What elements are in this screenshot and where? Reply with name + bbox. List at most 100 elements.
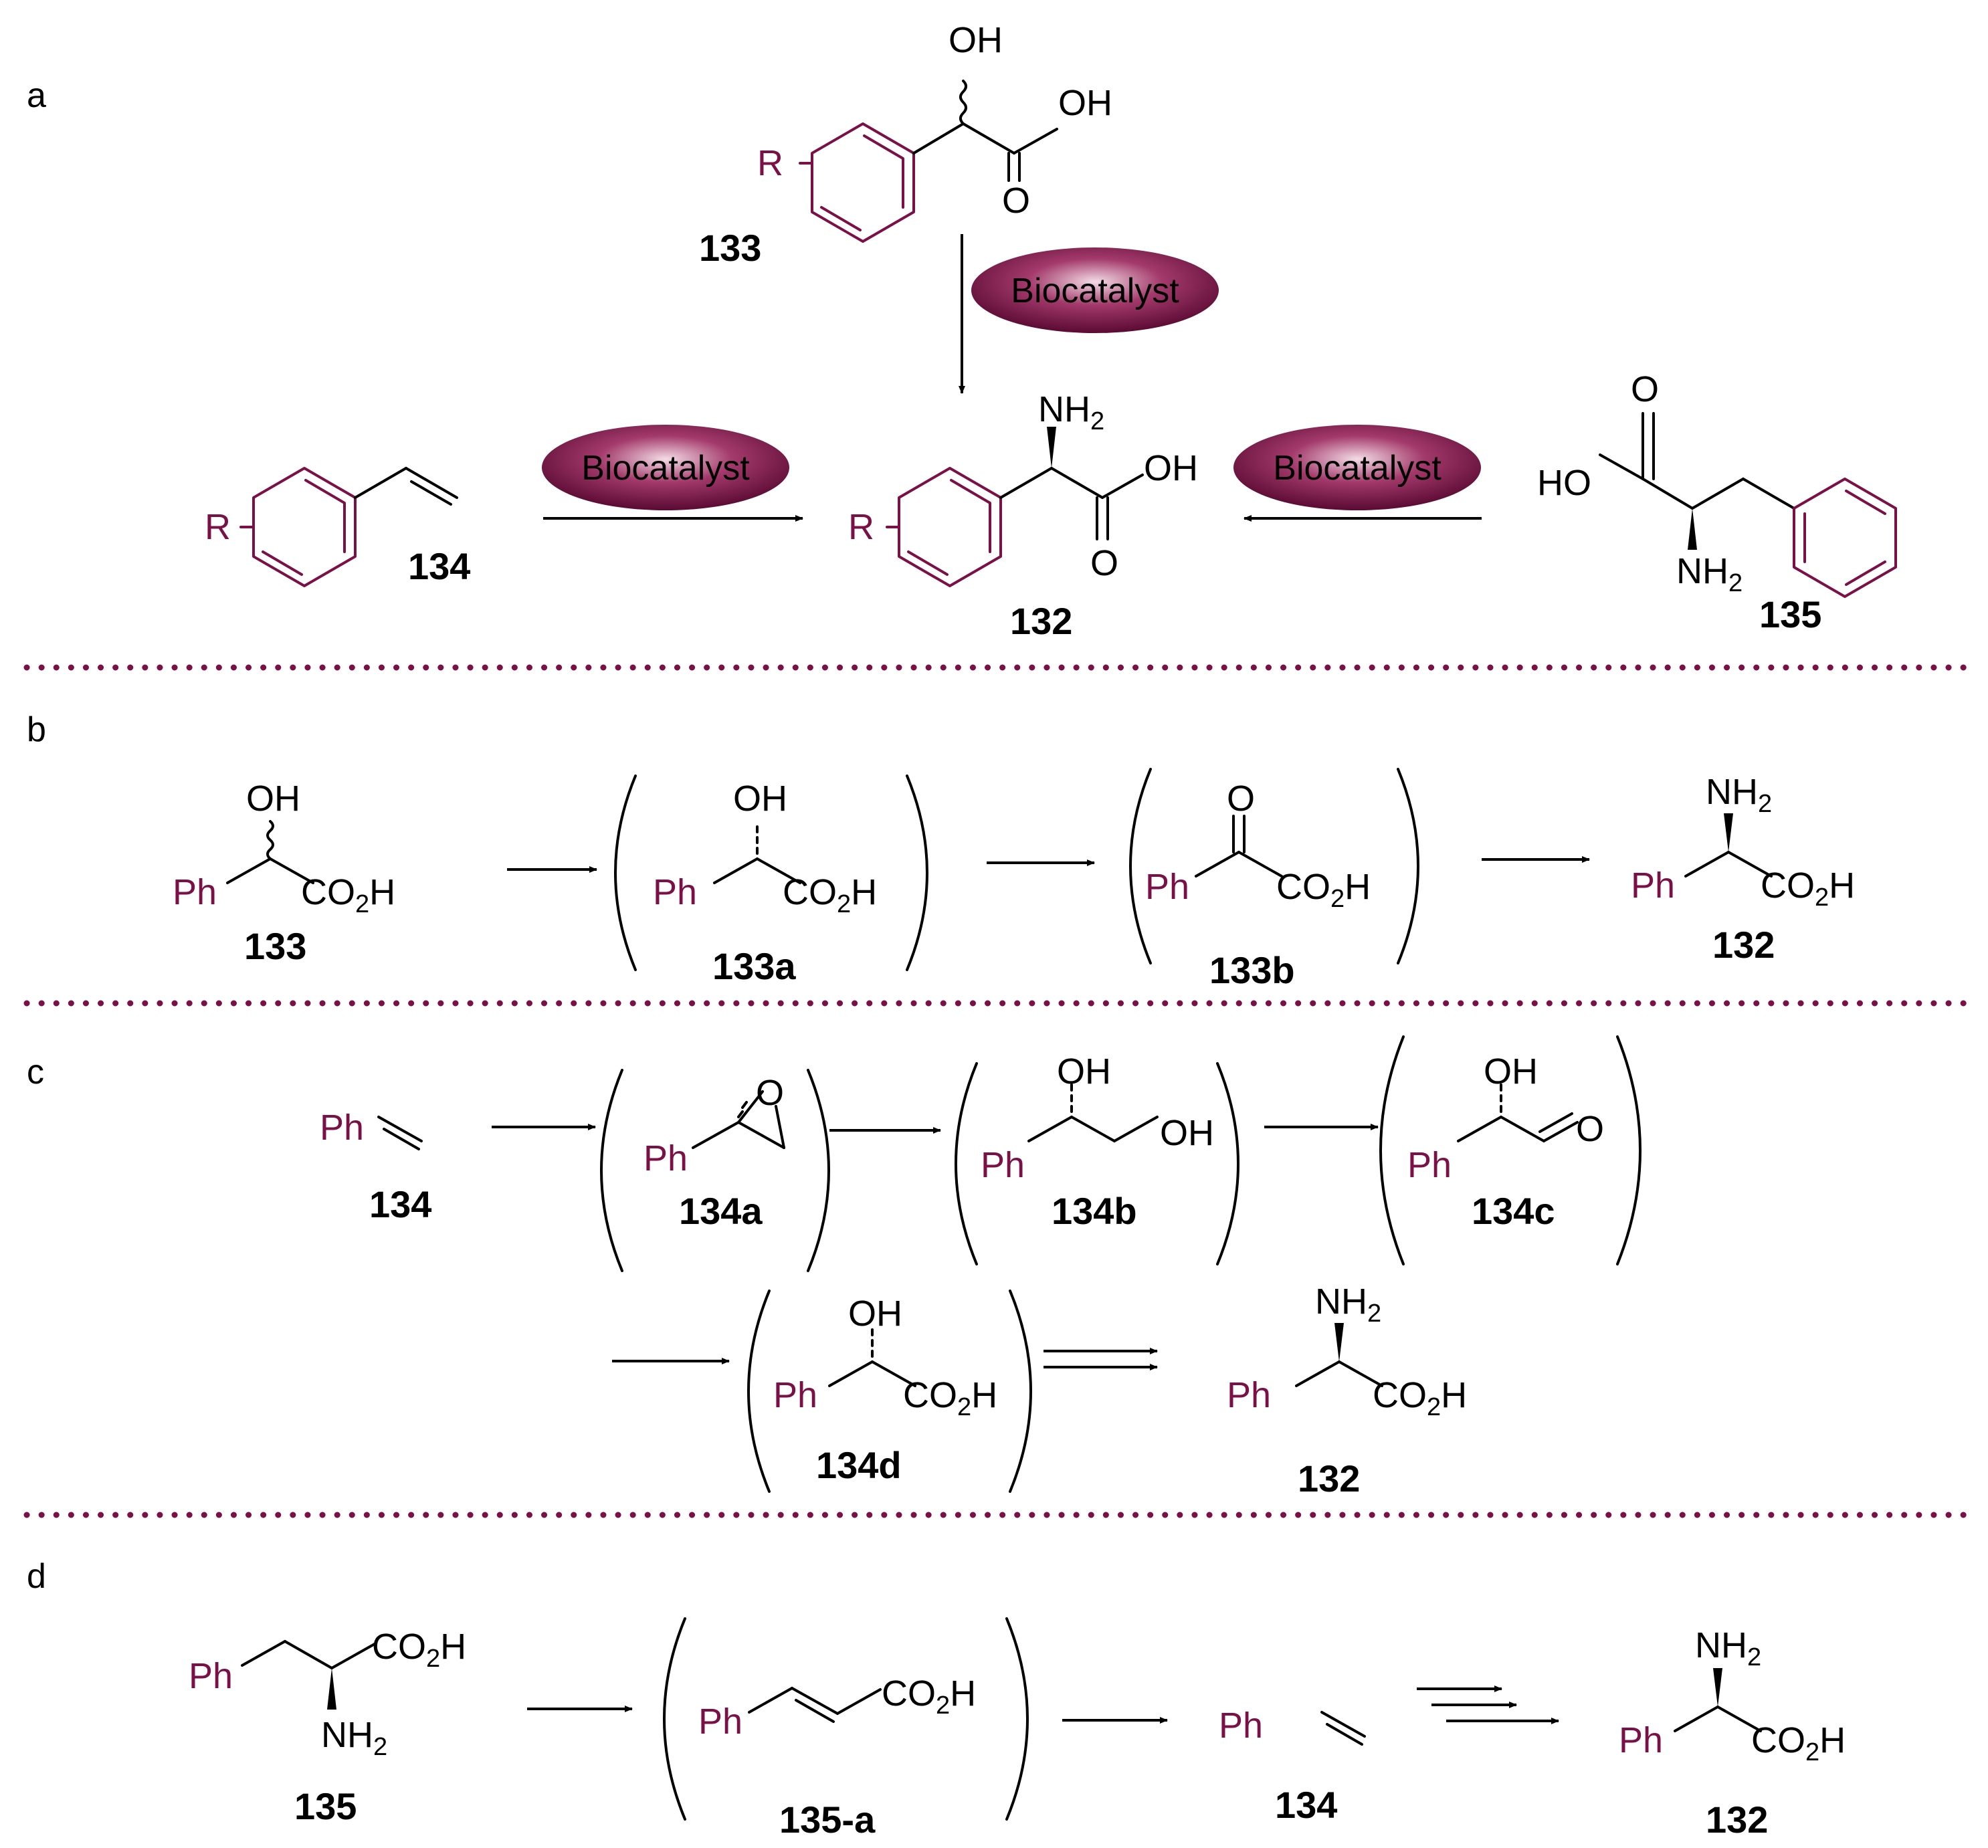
compound-134c-structure: OH O Ph [1407,1051,1604,1185]
section-label-d: d [27,1557,46,1596]
svg-text:Ph: Ph [653,872,697,912]
compound-label-135a: 135-a [779,1799,876,1841]
svg-text:O: O [1227,779,1255,819]
svg-text:Biocatalyst: Biocatalyst [1273,449,1442,488]
svg-text:CO2H: CO2H [1751,1720,1846,1766]
svg-text:Biocatalyst: Biocatalyst [581,449,750,488]
svg-text:O: O [1002,181,1030,221]
compound-label-135-d: 135 [294,1785,357,1827]
compound-134-structure-c: Ph [320,1108,423,1150]
svg-text:OH: OH [1160,1113,1214,1153]
bracket-close-134d [1009,1290,1032,1493]
compound-134-structure-d: Ph [1219,1706,1366,1746]
svg-text:OH: OH [1057,1051,1111,1092]
bracket-open-135a [663,1617,686,1821]
svg-text:CO2H: CO2H [903,1375,997,1421]
svg-text:OH: OH [949,20,1003,60]
compound-135-structure-a: HO O NH2 [1537,369,1897,598]
svg-text:CO2H: CO2H [301,872,395,918]
svg-text:Ph: Ph [1219,1706,1263,1746]
svg-text:NH2: NH2 [1676,551,1743,597]
bracket-open-133b [1129,768,1152,964]
bracket-close-134b [1216,1062,1239,1265]
svg-text:Ph: Ph [643,1138,688,1178]
section-label-b: b [27,710,46,749]
svg-text:Ph: Ph [1619,1720,1663,1760]
compound-134d-structure: OH Ph CO2H [773,1294,997,1421]
svg-text:CO2H: CO2H [1373,1375,1467,1421]
svg-text:OH: OH [1058,83,1112,123]
svg-text:Ph: Ph [981,1145,1025,1185]
compound-label-133a: 133a [712,945,796,987]
bracket-close-134a [807,1069,830,1272]
svg-text:Ph: Ph [698,1702,742,1742]
compound-label-134c: 134c [1472,1190,1555,1232]
svg-text:HO: HO [1537,463,1591,503]
svg-text:CO2H: CO2H [372,1627,466,1673]
compound-label-133-b: 133 [244,925,306,967]
svg-text:Ph: Ph [189,1656,233,1696]
compound-label-134d: 134d [816,1444,902,1486]
svg-text:OH: OH [246,779,300,819]
compound-132-structure-d: NH2 Ph CO2H [1619,1625,1846,1766]
biocatalyst-badge-top: Biocatalyst [971,247,1219,333]
bracket-open-134d [747,1290,771,1493]
biocatalyst-badge-left: Biocatalyst [542,425,789,510]
bracket-close-133a [906,775,928,971]
svg-text:Ph: Ph [1145,867,1189,907]
compound-134a-structure: O Ph [643,1073,785,1178]
compound-label-132-a: 132 [1010,600,1072,642]
svg-text:Ph: Ph [320,1108,364,1148]
compound-label-135-a: 135 [1759,593,1821,635]
svg-text:R: R [205,507,231,547]
svg-text:Ph: Ph [1227,1375,1271,1415]
compound-134b-structure: OH OH Ph [981,1051,1214,1185]
svg-text:O: O [756,1073,784,1113]
compound-label-132-d: 132 [1706,1799,1768,1841]
svg-text:OH: OH [1144,448,1198,488]
svg-text:NH2: NH2 [1315,1281,1381,1328]
compound-133a-structure: OH Ph CO2H [653,779,877,918]
compound-133-structure-b: OH Ph CO2H [173,779,395,918]
bracket-open-134a [600,1069,623,1272]
compound-label-134a: 134a [679,1190,763,1232]
svg-text:O: O [1090,543,1118,583]
svg-text:NH2: NH2 [1038,389,1104,435]
compound-label-133: 133 [699,227,761,269]
svg-text:Biocatalyst: Biocatalyst [1011,272,1179,310]
compound-135-structure-d: Ph CO2H NH2 [189,1627,466,1761]
bracket-close-133b [1397,768,1419,964]
compound-label-134-a: 134 [408,545,470,587]
svg-text:O: O [1631,369,1659,409]
compound-133-structure: R OH OH O [757,20,1112,243]
svg-text:CO2H: CO2H [882,1673,976,1720]
section-label-a: a [27,76,46,115]
compound-135a-structure: Ph CO2H [698,1673,976,1742]
bracket-open-134b [955,1062,978,1265]
compound-133b-structure: O Ph CO2H [1145,779,1371,913]
svg-text:CO2H: CO2H [1761,865,1855,912]
svg-text:CO2H: CO2H [783,872,877,918]
compound-label-133b: 133b [1209,949,1295,991]
bracket-open-133a [614,775,637,971]
svg-text:Ph: Ph [173,872,217,912]
section-label-c: c [27,1053,44,1092]
bracket-close-135a [1005,1617,1029,1821]
svg-text:Ph: Ph [1631,865,1675,906]
svg-text:R: R [757,143,783,183]
compound-134-structure-a: R [205,467,458,587]
svg-text:O: O [1576,1109,1604,1149]
compound-132-structure-c: NH2 Ph CO2H [1227,1281,1467,1421]
svg-text:NH2: NH2 [1706,772,1772,818]
svg-text:OH: OH [733,779,787,819]
bracket-open-134c [1379,1035,1405,1265]
bracket-close-134c [1616,1035,1642,1265]
svg-text:OH: OH [848,1294,902,1334]
svg-text:OH: OH [1484,1051,1538,1092]
compound-132-structure-a: R NH2 OH O [848,389,1198,587]
svg-text:Ph: Ph [1407,1145,1452,1185]
compound-label-134-c: 134 [369,1183,431,1225]
svg-text:NH2: NH2 [321,1715,387,1761]
svg-text:Ph: Ph [773,1375,817,1415]
